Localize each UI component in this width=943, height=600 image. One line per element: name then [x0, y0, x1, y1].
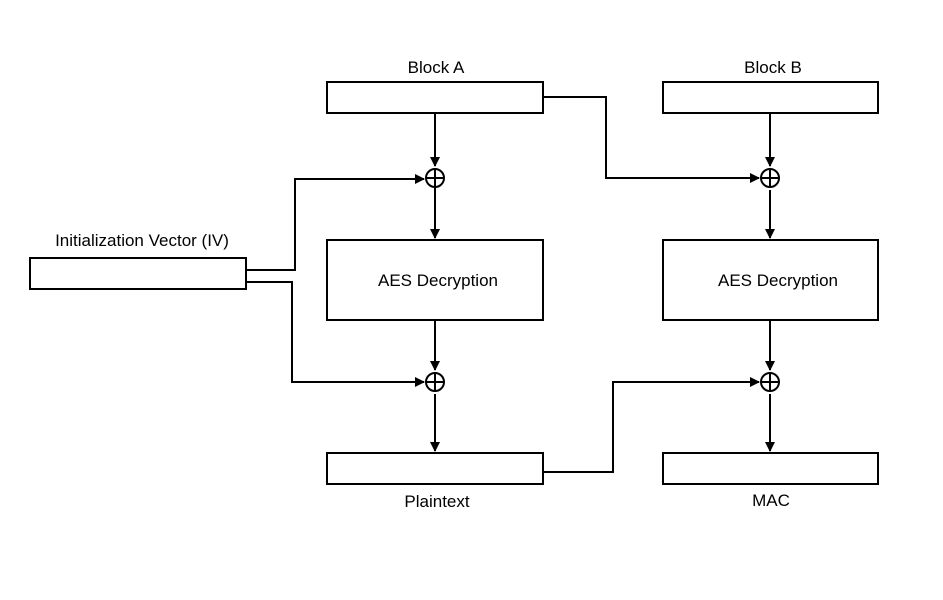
xor-bottom-left-icon — [425, 372, 445, 392]
iv-label: Initialization Vector (IV) — [55, 231, 229, 250]
aes-decryption-left-box — [326, 239, 544, 321]
mac-box — [662, 452, 879, 485]
xor-bottom-right-icon — [760, 372, 780, 392]
plaintext-box — [326, 452, 544, 485]
aes-decryption-right-label: AES Decryption — [718, 271, 838, 290]
aes-decryption-left-label: AES Decryption — [378, 271, 498, 290]
mac-label: MAC — [752, 491, 790, 510]
block-a-label: Block A — [408, 58, 465, 77]
block-b-box — [662, 81, 879, 114]
wire-block-a-to-xor-top-right — [543, 96, 760, 183]
block-b-label: Block B — [744, 58, 802, 77]
aes-decryption-right-box — [662, 239, 879, 321]
xor-top-right-icon — [760, 168, 780, 188]
wire-plaintext-to-xor-bottom-right — [543, 377, 760, 473]
plaintext-label: Plaintext — [404, 492, 469, 511]
wire-iv-to-xor-bottom-left — [246, 281, 425, 387]
iv-box — [29, 257, 247, 290]
wire-iv-to-xor-top-left — [246, 174, 425, 271]
xor-top-left-icon — [425, 168, 445, 188]
block-a-box — [326, 81, 544, 114]
